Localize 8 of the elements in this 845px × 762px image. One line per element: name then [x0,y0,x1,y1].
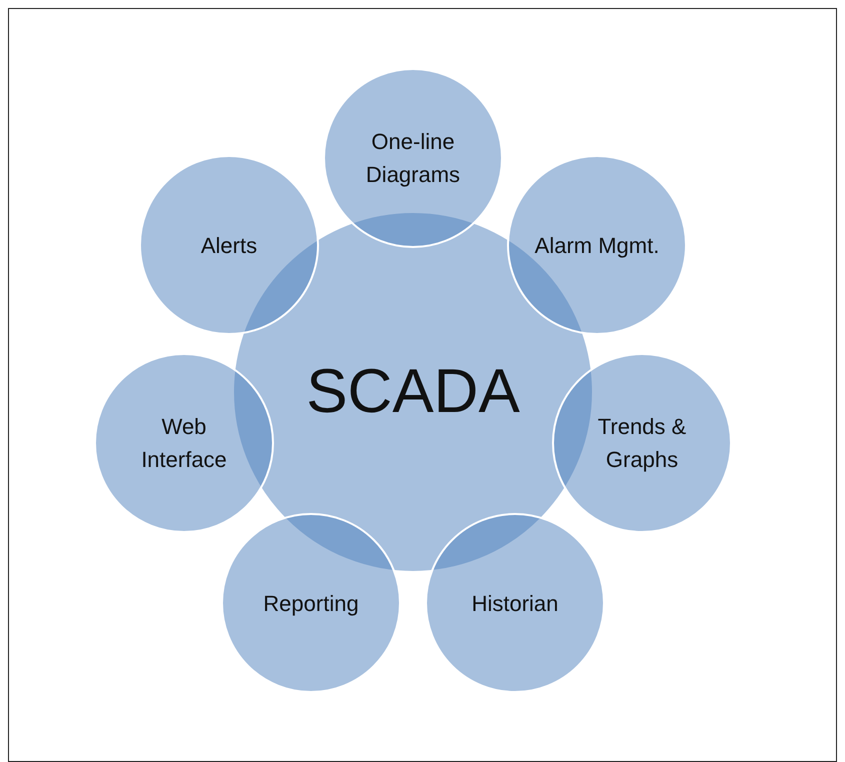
feature-label: Alerts [200,232,258,260]
feature-label: Alarm Mgmt. [534,232,660,260]
feature-label: Trends & Graphs [596,413,688,474]
feature-label: Reporting [263,590,359,618]
feature-label: Web Interface [140,413,228,474]
center-label: SCADA [306,356,520,428]
feature-label: One-line Diagrams [364,128,462,189]
feature-label: Historian [472,590,558,618]
